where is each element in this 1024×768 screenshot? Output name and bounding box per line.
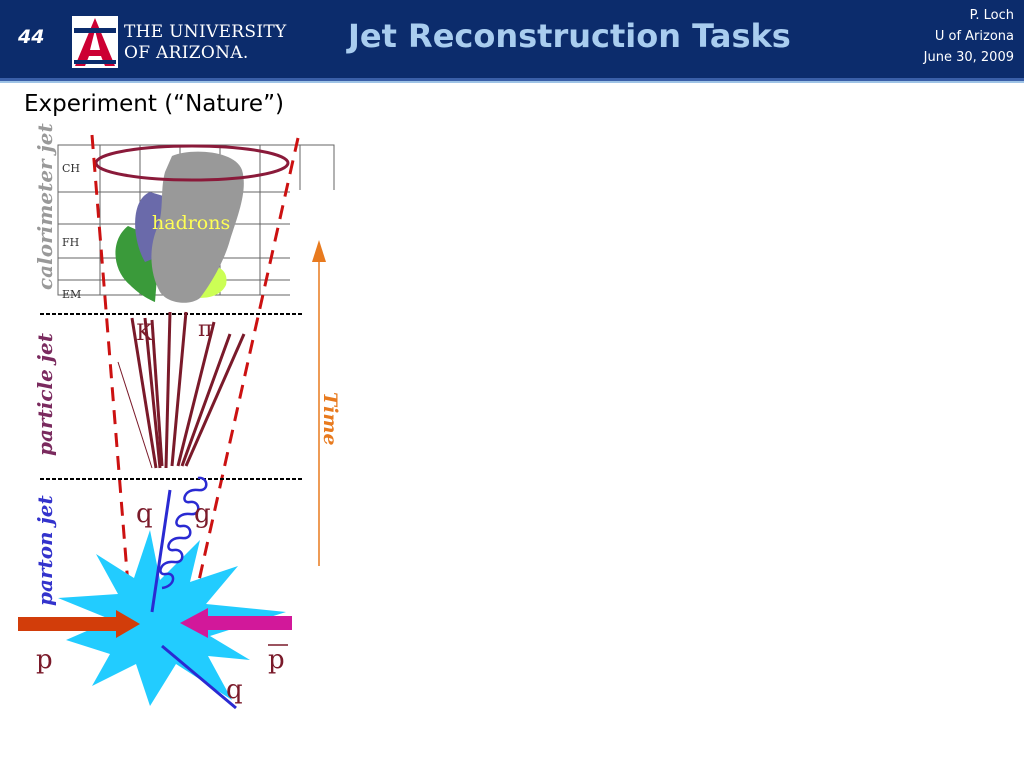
affiliation: U of Arizona	[924, 26, 1014, 47]
date: June 30, 2009	[924, 47, 1014, 68]
pion-label: π	[198, 317, 212, 342]
proton-label: p	[36, 645, 53, 675]
kaon-label: K	[136, 321, 153, 346]
fh-label: FH	[62, 236, 79, 249]
time-label: Time	[319, 392, 341, 446]
quark-label-bottom: q	[226, 675, 243, 705]
university-name: THE UNIVERSITY OF ARIZONA.	[124, 22, 287, 64]
ch-label: CH	[62, 162, 80, 175]
em-label: EM	[62, 288, 81, 301]
antiproton-label: p	[268, 645, 285, 675]
author: P. Loch	[924, 5, 1014, 26]
hadrons-label: hadrons	[152, 212, 230, 234]
university-name-line1: THE UNIVERSITY	[124, 22, 287, 43]
subheading: Experiment (“Nature”)	[24, 91, 284, 117]
jet-diagram: CH FH EM hadrons K π q g	[0, 120, 400, 720]
slide-number: 44	[18, 26, 44, 48]
cone-left	[92, 135, 128, 585]
header-divider-light	[0, 81, 1024, 83]
calorimeter-jet-label: calorimeter jet	[33, 122, 57, 290]
slide-meta: P. Loch U of Arizona June 30, 2009	[924, 5, 1014, 68]
gluon-label: g	[194, 499, 211, 529]
parton-jet-label: parton jet	[33, 494, 57, 606]
quark-label-top: q	[136, 499, 153, 529]
university-logo-icon	[72, 16, 118, 68]
slide-title: Jet Reconstruction Tasks	[348, 17, 791, 55]
particle-jet-label: particle jet	[33, 332, 57, 456]
university-name-line2: OF ARIZONA.	[124, 43, 287, 64]
proton-arrow-icon	[18, 610, 140, 638]
